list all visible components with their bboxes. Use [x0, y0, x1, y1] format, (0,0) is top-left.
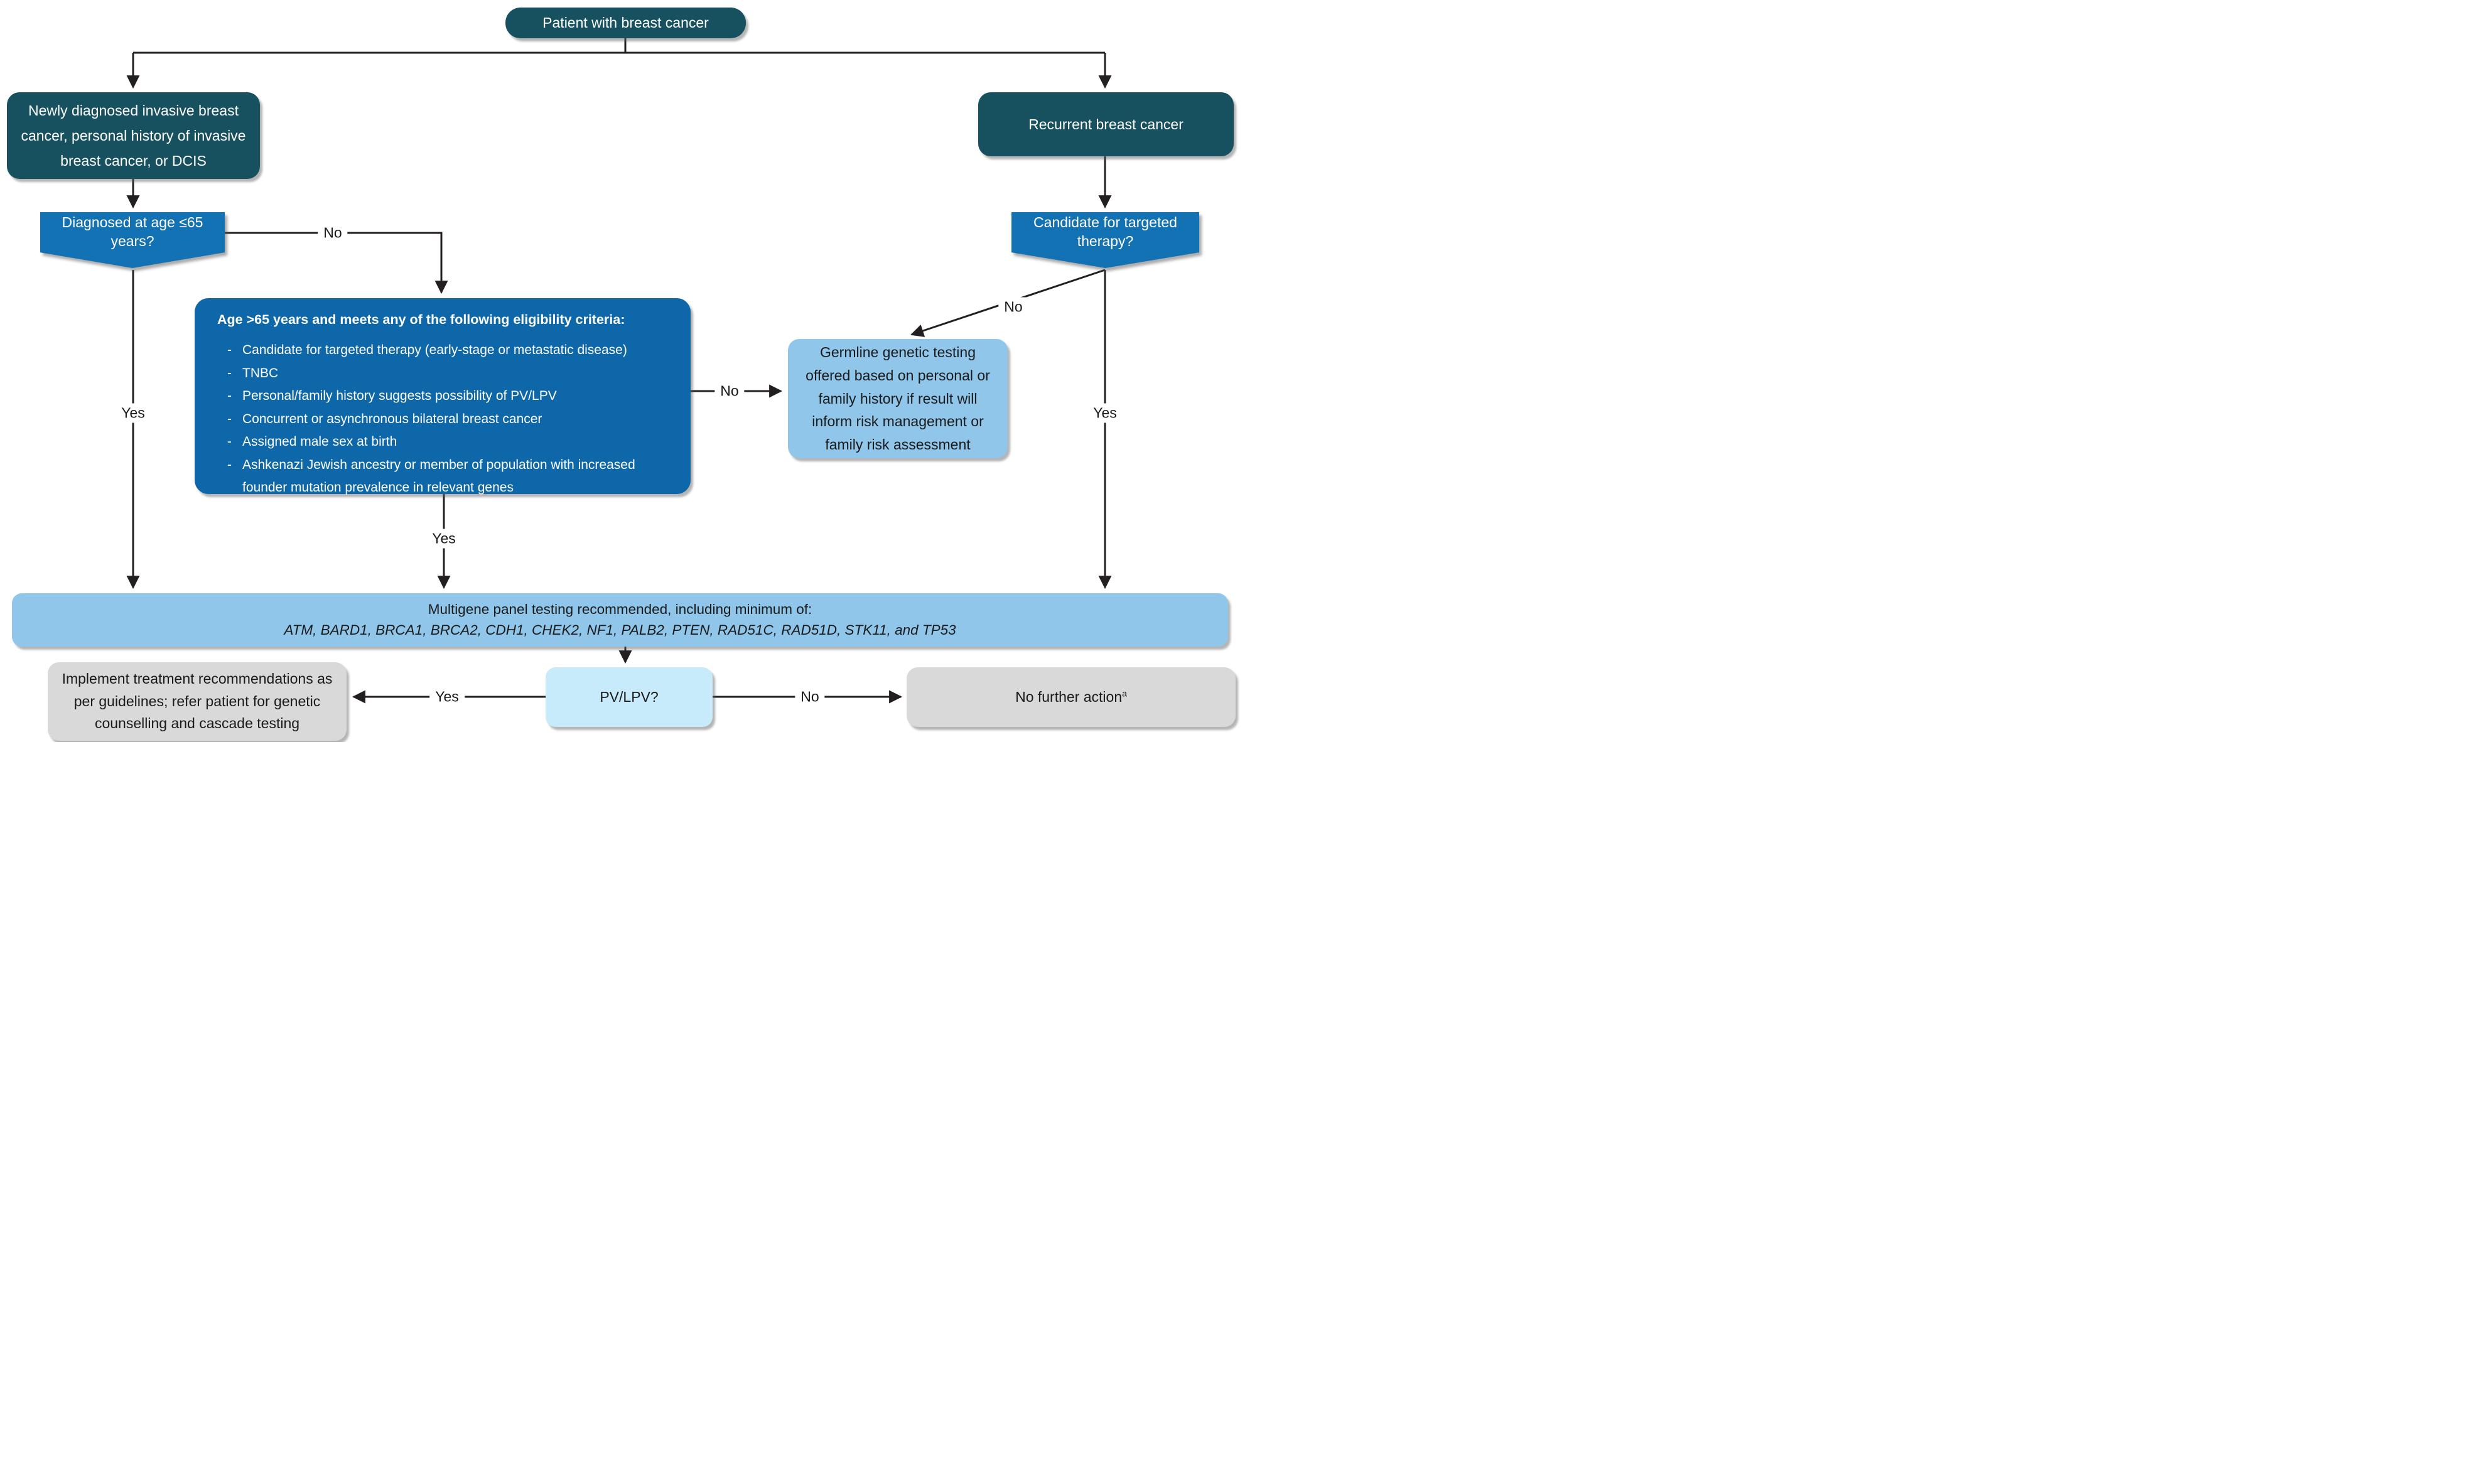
node-germline-testing-offered: Germline genetic testing offered based o… — [788, 339, 1008, 458]
flowchart-canvas: Patient with breast cancer Newly diagnos… — [0, 0, 1240, 742]
bullet-dash: - — [227, 411, 232, 426]
bullet-dash: - — [227, 365, 232, 380]
decision-targeted-therapy: Candidate for targeted therapy? — [1011, 212, 1199, 268]
decision-age-65: Diagnosed at age ≤65 years? — [40, 212, 225, 268]
edge-label-age-yes: Yes — [116, 403, 151, 423]
node-no-further-action-label: No further actiona — [1015, 689, 1127, 706]
node-newly-diagnosed: Newly diagnosed invasive breast cancer, … — [7, 92, 260, 179]
node-multigene-panel: Multigene panel testing recommended, inc… — [12, 593, 1228, 647]
node-implement-treatment: Implement treatment recommendations as p… — [48, 662, 347, 741]
node-newly-diagnosed-label: Newly diagnosed invasive breast cancer, … — [21, 102, 246, 169]
bullet-dash: - — [227, 343, 232, 357]
eligibility-item: -Candidate for targeted therapy (early-s… — [227, 339, 676, 362]
edge-top-split — [133, 38, 1105, 54]
node-implement-label: Implement treatment recommendations as p… — [62, 670, 333, 732]
node-no-further-action: No further actiona — [907, 667, 1236, 727]
eligibility-item: -Personal/family history suggests possib… — [227, 385, 676, 408]
eligibility-item: -Assigned male sex at birth — [227, 431, 676, 454]
decision-age-65-label: Diagnosed at age ≤65 years? — [62, 214, 203, 249]
eligibility-title: Age >65 years and meets any of the follo… — [217, 312, 625, 327]
node-eligibility-criteria: Age >65 years and meets any of the follo… — [195, 298, 691, 495]
node-patient-label: Patient with breast cancer — [542, 14, 709, 31]
node-recurrent-label: Recurrent breast cancer — [1028, 116, 1183, 132]
eligibility-item-text: Personal/family history suggests possibi… — [242, 389, 557, 404]
multigene-gene-list: ATM, BARD1, BRCA1, BRCA2, CDH1, CHEK2, N… — [284, 621, 956, 638]
node-pvlpv-question: PV/LPV? — [546, 667, 713, 727]
edge-label-candidate-yes: Yes — [1087, 403, 1123, 423]
node-patient-breast-cancer: Patient with breast cancer — [505, 8, 746, 38]
eligibility-list: -Candidate for targeted therapy (early-s… — [217, 339, 676, 500]
bullet-dash: - — [227, 434, 232, 449]
eligibility-item: -Ashkenazi Jewish ancestry or member of … — [227, 454, 676, 500]
edge-label-candidate-no: No — [998, 297, 1028, 317]
eligibility-item-text: Ashkenazi Jewish ancestry or member of p… — [242, 457, 635, 495]
no-further-action-footnote-marker: a — [1122, 688, 1127, 699]
no-further-action-text: No further action — [1015, 689, 1123, 705]
edge-label-eligibility-yes: Yes — [426, 529, 461, 549]
eligibility-item-text: Candidate for targeted therapy (early-st… — [242, 343, 627, 357]
edge-label-pvlpv-yes: Yes — [429, 687, 465, 707]
edge-label-pvlpv-no: No — [795, 687, 825, 707]
node-pvlpv-label: PV/LPV? — [600, 689, 659, 705]
decision-targeted-therapy-label: Candidate for targeted therapy? — [1033, 214, 1177, 249]
decision-age-65-shape: Diagnosed at age ≤65 years? — [40, 212, 225, 268]
edge-label-eligibility-no: No — [714, 381, 745, 401]
bullet-dash: - — [227, 389, 232, 404]
eligibility-item: -Concurrent or asynchronous bilateral br… — [227, 408, 676, 431]
decision-targeted-therapy-shape: Candidate for targeted therapy? — [1011, 212, 1199, 268]
eligibility-item: -TNBC — [227, 362, 676, 385]
bullet-dash: - — [227, 457, 232, 472]
node-germline-label: Germline genetic testing offered based o… — [806, 344, 990, 453]
eligibility-item-text: TNBC — [242, 365, 279, 380]
edge-age-no — [225, 232, 448, 294]
eligibility-item-text: Assigned male sex at birth — [242, 434, 397, 449]
node-recurrent-breast-cancer: Recurrent breast cancer — [978, 92, 1234, 156]
multigene-line1: Multigene panel testing recommended, inc… — [428, 601, 812, 617]
eligibility-item-text: Concurrent or asynchronous bilateral bre… — [242, 411, 542, 426]
edge-label-age-no: No — [318, 223, 348, 243]
